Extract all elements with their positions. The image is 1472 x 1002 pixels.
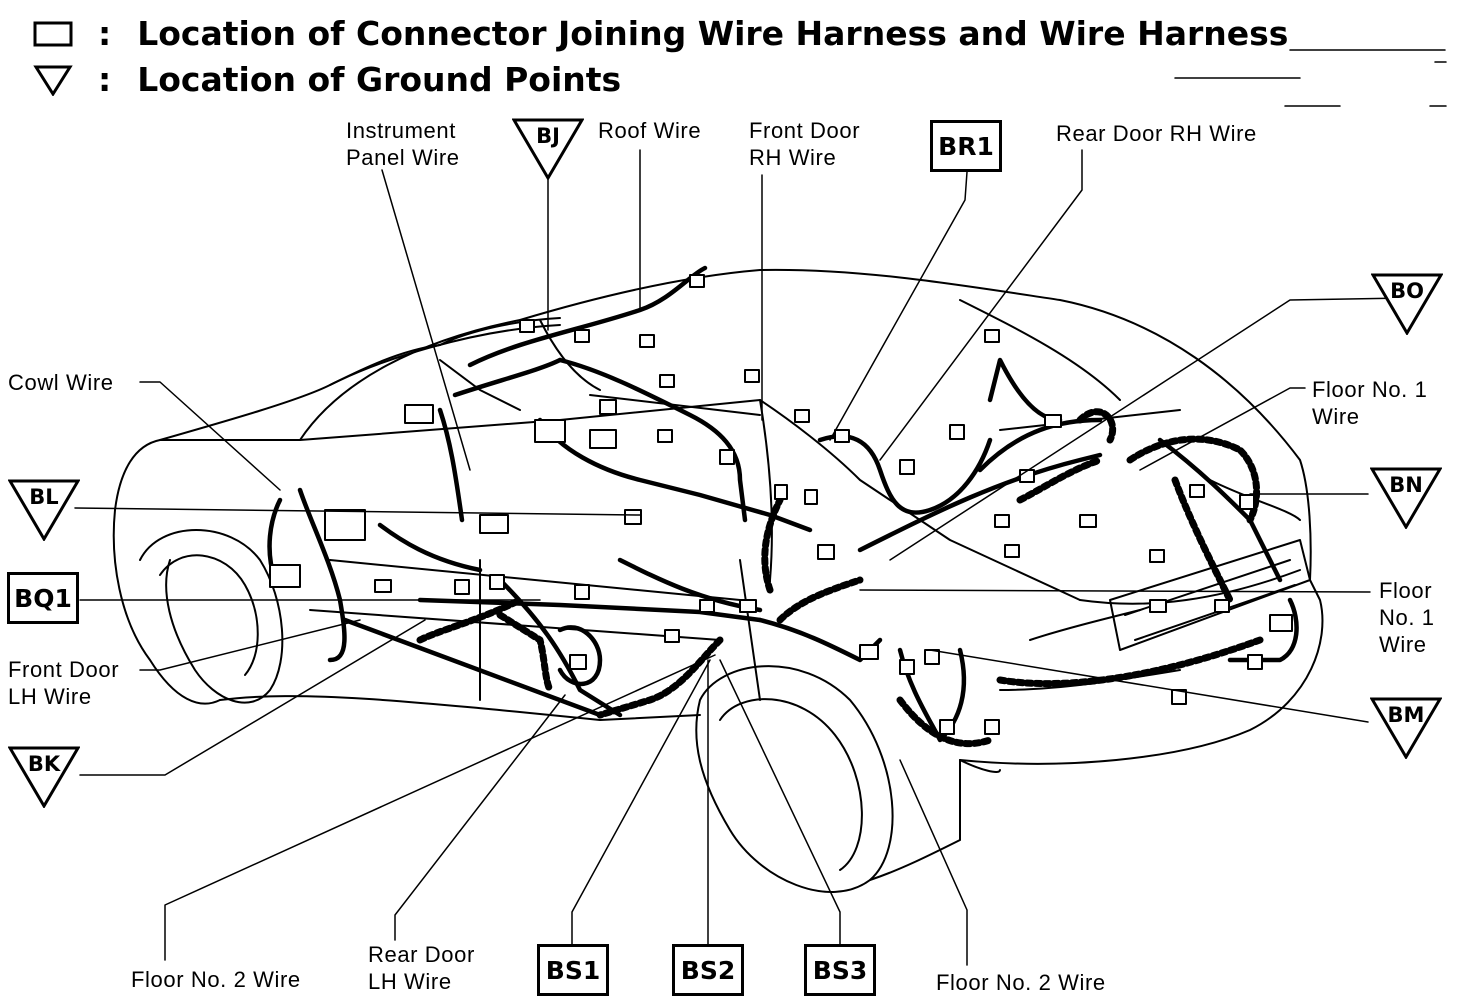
triangle-icon (8, 746, 80, 808)
triangle-icon (8, 479, 80, 541)
ground-bk: BK (8, 746, 80, 808)
label-rear-door-rh-wire: Rear Door RH Wire (1056, 121, 1257, 146)
ground-bj-label: BJ (536, 124, 560, 148)
legend-ground-text: Location of Ground Points (137, 60, 622, 99)
label-cowl-wire: Cowl Wire (8, 370, 114, 395)
ground-bm-label: BM (1387, 703, 1425, 727)
connector-bs3: BS3 (804, 944, 876, 996)
legend-colon: : (98, 14, 112, 53)
label-front-door-rh-wire: Front Door RH Wire (749, 118, 861, 170)
label-floor-no2-wire-left: Floor No. 2 Wire (131, 967, 301, 992)
connector-bs2: BS2 (672, 944, 744, 996)
connector-bq1: BQ1 (7, 572, 79, 624)
triangle-icon (1370, 697, 1442, 759)
label-roof-wire: Roof Wire (598, 118, 702, 143)
triangle-icon (1371, 273, 1443, 335)
label-floor-no1-wire-lower: Floor No. 1 Wire (1379, 578, 1435, 657)
harness-solid (267, 265, 1299, 743)
label-floor-no2-wire-right: Floor No. 2 Wire (936, 970, 1106, 995)
ground-bn: BN (1370, 467, 1442, 529)
square-icon (28, 20, 78, 48)
legend-ground: : Location of Ground Points (28, 60, 621, 99)
label-rear-door-lh-wire: Rear Door LH Wire (368, 942, 475, 994)
ground-bo-label: BO (1390, 279, 1424, 303)
ground-bo: BO (1371, 273, 1443, 335)
triangle-icon (28, 64, 78, 96)
connector-br1: BR1 (930, 120, 1002, 172)
legend-connector: : Location of Connector Joining Wire Har… (28, 14, 1288, 53)
ground-bj: BJ (512, 118, 584, 180)
connector-bs1: BS1 (537, 944, 609, 996)
car-body-outline (112, 268, 1324, 893)
triangle-icon (1370, 467, 1442, 529)
legend-connector-text: Location of Connector Joining Wire Harne… (137, 14, 1289, 53)
label-floor-no1-wire-upper: Floor No. 1 Wire (1312, 377, 1428, 429)
ground-bl-label: BL (29, 485, 59, 509)
ground-bm: BM (1370, 697, 1442, 759)
header-rule (1174, 49, 1447, 107)
leader-lines (74, 149, 1406, 966)
label-instrument-panel-wire: Instrument Panel Wire (346, 118, 460, 170)
legend-colon: : (98, 60, 112, 99)
ground-bl: BL (8, 479, 80, 541)
triangle-icon (512, 118, 584, 180)
harness-corrugated (416, 408, 1264, 748)
label-front-door-lh-wire: Front Door LH Wire (8, 657, 120, 709)
ground-bk-label: BK (27, 752, 61, 776)
ground-bn-label: BN (1389, 473, 1423, 497)
